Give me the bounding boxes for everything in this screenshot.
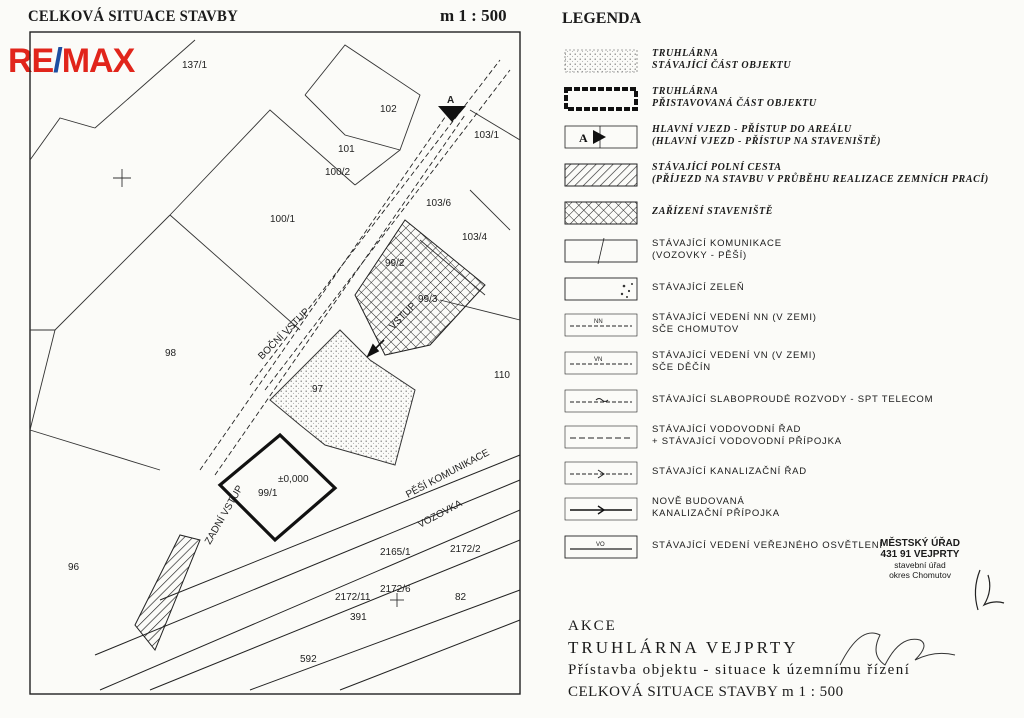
parcel-592: 592 [300,654,317,665]
parcel-137-1: 137/1 [182,60,207,71]
crosshatch-icon [564,201,638,225]
parcel-99-3: 99/3 [418,294,438,305]
svg-text:A: A [579,131,588,145]
parcel-97: 97 [312,384,324,395]
sewer-line-icon [564,461,638,485]
office-stamp: MĚSTSKÝ ÚŘAD 431 91 VEJPRTY stavební úřa… [880,538,961,580]
rear-entry-label: ZADNÍ VSTUP [201,482,245,546]
entry-marker-icon [438,106,466,122]
thick-outline-icon [564,87,638,111]
drawing-title: CELKOVÁ SITUACE STAVBY m 1 : 500 [568,684,844,700]
parcel-lines [29,39,521,471]
parcel-103-4: 103/4 [462,232,487,243]
parcel-2172-6: 2172/6 [380,584,411,595]
parcel-2172-2: 2172/2 [450,544,481,555]
parcel-labels: 137/1 102 101 103/1 100/2 100/1 103/6 10… [68,60,510,665]
project-subtitle: Přístavba objektu - situace k územnímu ř… [568,662,911,678]
lighting-line-icon: VO [564,535,638,559]
new-sewer-line-icon [564,497,638,521]
logo-re: RE [8,42,54,80]
road-label: VOZOVKA [416,498,464,531]
entry-letter: A [447,95,454,106]
parcel-391: 391 [350,612,367,623]
dotted-fill-icon [564,49,638,73]
water-line-icon [564,425,638,449]
elevation-label: ±0,000 [278,474,309,485]
legend-item-site-facility: ZAŘÍZENÍ STAVENIŠTĚ [560,198,1020,228]
project-name: TRUHLÁRNA VEJPRTY [568,638,799,657]
logo-max: MAX [61,42,136,80]
legend-item-nn-line: NN STÁVAJÍCÍ VEDENÍ NN (V ZEMI)SČE CHOMU… [560,310,1020,340]
existing-building [269,329,416,466]
svg-text:VN: VN [594,357,602,363]
side-entry-label: BOČNÍ VSTUP [255,305,312,362]
svg-text:VO: VO [596,542,605,548]
legend-item-telecom: STÁVAJÍCÍ SLABOPROUDÉ ROZVODY - SPT TELE… [560,386,1020,416]
field-path [134,534,201,651]
plan-title: CELKOVÁ SITUACE STAVBY [28,8,239,25]
signature-scribble [839,632,956,666]
access-lane [199,59,511,476]
logo-slash: / [53,42,63,80]
parcel-99-1: 99/1 [258,488,278,499]
footpath-label: PĚŠÍ KOMUNIKACE [403,445,491,500]
road-box-icon [564,238,638,264]
parcel-100-2: 100/2 [325,167,350,178]
legend-item-lighting: VO STÁVAJÍCÍ VEDENÍ VEŘEJNÉHO OSVĚTLENÍ [560,532,1020,562]
parcel-103-6: 103/6 [426,198,451,209]
legend-item-road: STÁVAJÍCÍ KOMUNIKACE(VOZOVKY - PĚŠÍ) [560,236,1020,266]
entry-arrow-icon: A [564,125,638,149]
legend-item-field-path: STÁVAJÍCÍ POLNÍ CESTA(PŘÍJEZD NA STAVBU … [560,160,1020,190]
legend-title: LEGENDA [562,10,642,27]
parcel-2165-1: 2165/1 [380,547,411,558]
parcel-99-2: 99/2 [385,258,405,269]
parcel-110: 110 [494,370,510,381]
svg-text:NN: NN [594,319,603,325]
nn-line-icon: NN [564,313,638,337]
parcel-103-1: 103/1 [474,130,499,141]
parcel-2172-11: 2172/11 [335,592,371,603]
akce-label: AKCE [568,618,617,634]
greenery-icon [564,277,638,301]
remax-logo: RE/MAX [8,42,136,81]
entrance-arrow-icon [366,339,385,358]
signature-mark [974,569,1005,611]
road [94,454,521,691]
vn-line-icon: VN [564,351,638,375]
telecom-line-icon [564,389,638,413]
parcel-98: 98 [165,348,177,359]
parcel-102: 102 [380,104,397,115]
parcel-100-1: 100/1 [270,214,295,225]
legend-item-main-entry: A HLAVNÍ VJEZD - PŘÍSTUP DO AREÁLU(HLAVN… [560,122,1020,152]
legend-item-greenery: STÁVAJÍCÍ ZELEŇ [560,274,1020,304]
legend-item-vn-line: VN STÁVAJÍCÍ VEDENÍ VN (V ZEMI)SČE DĚČÍN [560,348,1020,378]
parcel-82: 82 [455,592,467,603]
new-extension [217,432,338,543]
plan-scale: m 1 : 500 [440,6,507,25]
plan-frame [29,31,521,695]
parcel-96: 96 [68,562,80,573]
legend-item-water: STÁVAJÍCÍ VODOVODNÍ ŘAD+ STÁVAJÍCÍ VODOV… [560,422,1020,452]
tree-marks [113,169,404,607]
parcel-101: 101 [338,144,355,155]
legend-item-sewer: STÁVAJÍCÍ KANALIZAČNÍ ŘAD [560,458,1020,488]
hatch-icon [564,163,638,187]
